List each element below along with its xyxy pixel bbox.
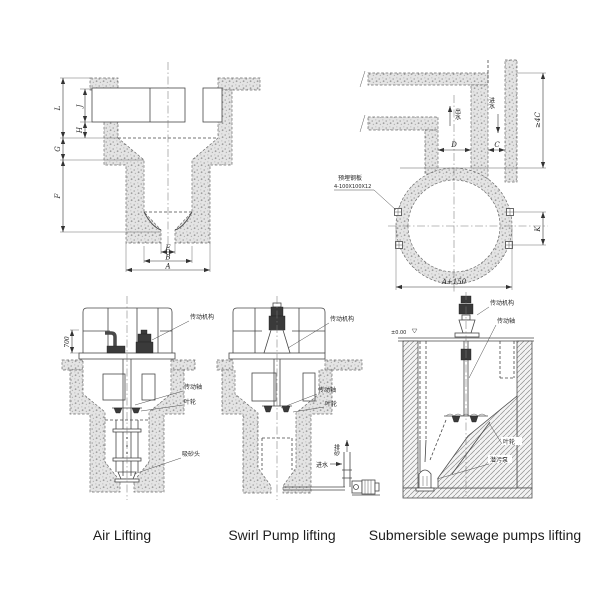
swirl-drive-shaft-label: 传动轴 [318, 386, 336, 394]
swirl-sand-discharge-label: 排砂 [333, 443, 340, 457]
dim-label-B: B [164, 254, 170, 262]
caption-swirl-pump: Swirl Pump lifting [228, 527, 335, 543]
swirl-pump-drawing: 排砂 进水 传动机构 传动轴 叶轮 [216, 296, 380, 500]
dim-label-G: G [54, 146, 62, 152]
dim-label-C: C [494, 141, 500, 149]
sub-drive-equipment [454, 295, 480, 338]
dim-label-J: J [76, 103, 84, 109]
ground-level-label: ±0.00 [391, 330, 406, 336]
captions: Air Lifting Swirl Pump lifting Submersib… [93, 527, 581, 543]
plan-lines [359, 60, 548, 292]
sub-pump-and-pipe [415, 341, 435, 492]
dim-label-A: A [164, 263, 170, 271]
dim-label-width: A+150 [441, 278, 467, 286]
plan-concrete-walls [367, 59, 518, 285]
sewage-pump-shape [418, 469, 432, 489]
plan-dimensions: D C ≥4C K A+150 [395, 72, 546, 290]
inlet-label: 进水 [488, 96, 495, 109]
caption-air-lifting: Air Lifting [93, 527, 151, 543]
sub-drive-mechanism-label: 传动机构 [490, 299, 514, 307]
air-tank-interior [102, 359, 156, 421]
swirl-concrete [216, 359, 363, 494]
swirl-tank-interior [251, 359, 316, 470]
plate-note-line2: 4-100X100X12 [334, 184, 371, 190]
plan-view: 出水 进水 D C ≥4C K A+150 预埋钢板 4-100X100X12 [334, 59, 548, 292]
dim-label-L: L [54, 105, 62, 111]
swirl-drive-mechanism-label: 传动机构 [330, 315, 354, 323]
air-suction-head-label: 吸砂头 [182, 450, 200, 458]
dim-label-F: F [54, 192, 62, 199]
swirl-pump-assembly: 排砂 进水 [283, 440, 380, 496]
submersible-drawing: ±0.00 [391, 292, 534, 499]
section-structure [91, 62, 223, 250]
air-pipe-elbow [105, 331, 117, 352]
air-part-labels: 传动机构 传动轴 叶轮 吸砂头 [133, 313, 214, 475]
sub-sewage-pump-label: 潜污泵 [490, 456, 508, 464]
air-impeller-label: 叶轮 [184, 398, 196, 406]
swirl-water-inlet-label: 进水 [316, 461, 328, 469]
dim-label-depth: ≥4C [534, 112, 542, 128]
plate-callout: 预埋钢板 4-100X100X12 [334, 174, 397, 211]
sub-concrete [402, 340, 533, 499]
sub-drive-shaft-label: 传动轴 [497, 317, 515, 325]
plate-icon [505, 241, 513, 249]
plate-icon [395, 241, 403, 249]
section-view: L J H G F E B A [54, 62, 261, 273]
air-drive-mechanism-label: 传动机构 [190, 313, 214, 321]
sub-impeller-label: 叶轮 [503, 438, 515, 446]
sub-sand-mound [437, 395, 518, 489]
air-dimension-700: 700 [64, 329, 79, 354]
swirl-part-labels: 传动机构 传动轴 叶轮 [280, 315, 354, 413]
dim-label-700: 700 [64, 336, 71, 348]
section-dimensions: L J H G F E B A [54, 77, 211, 273]
embedded-plates [394, 208, 514, 249]
air-lifting-drawing: 700 传动机构 传动轴 叶轮 吸砂头 [61, 296, 214, 500]
caption-submersible: Submersible sewage pumps lifting [369, 527, 581, 543]
plate-icon [506, 208, 514, 216]
swirl-impeller-label: 叶轮 [325, 400, 337, 408]
plate-note-line1: 预埋钢板 [338, 174, 362, 182]
air-drive-equipment [105, 329, 154, 354]
plan-flow-labels: 出水 进水 [447, 96, 501, 133]
dim-label-K: K [534, 226, 542, 233]
dim-label-E: E [164, 244, 170, 252]
air-concrete [61, 359, 196, 493]
dim-label-D: D [450, 141, 457, 149]
sub-part-labels: 传动机构 传动轴 叶轮 潜污泵 [436, 299, 522, 480]
dim-label-H: H [76, 126, 84, 134]
plate-icon [394, 208, 402, 216]
air-drive-shaft-label: 传动轴 [184, 383, 202, 391]
outlet-label: 出水 [454, 107, 461, 120]
